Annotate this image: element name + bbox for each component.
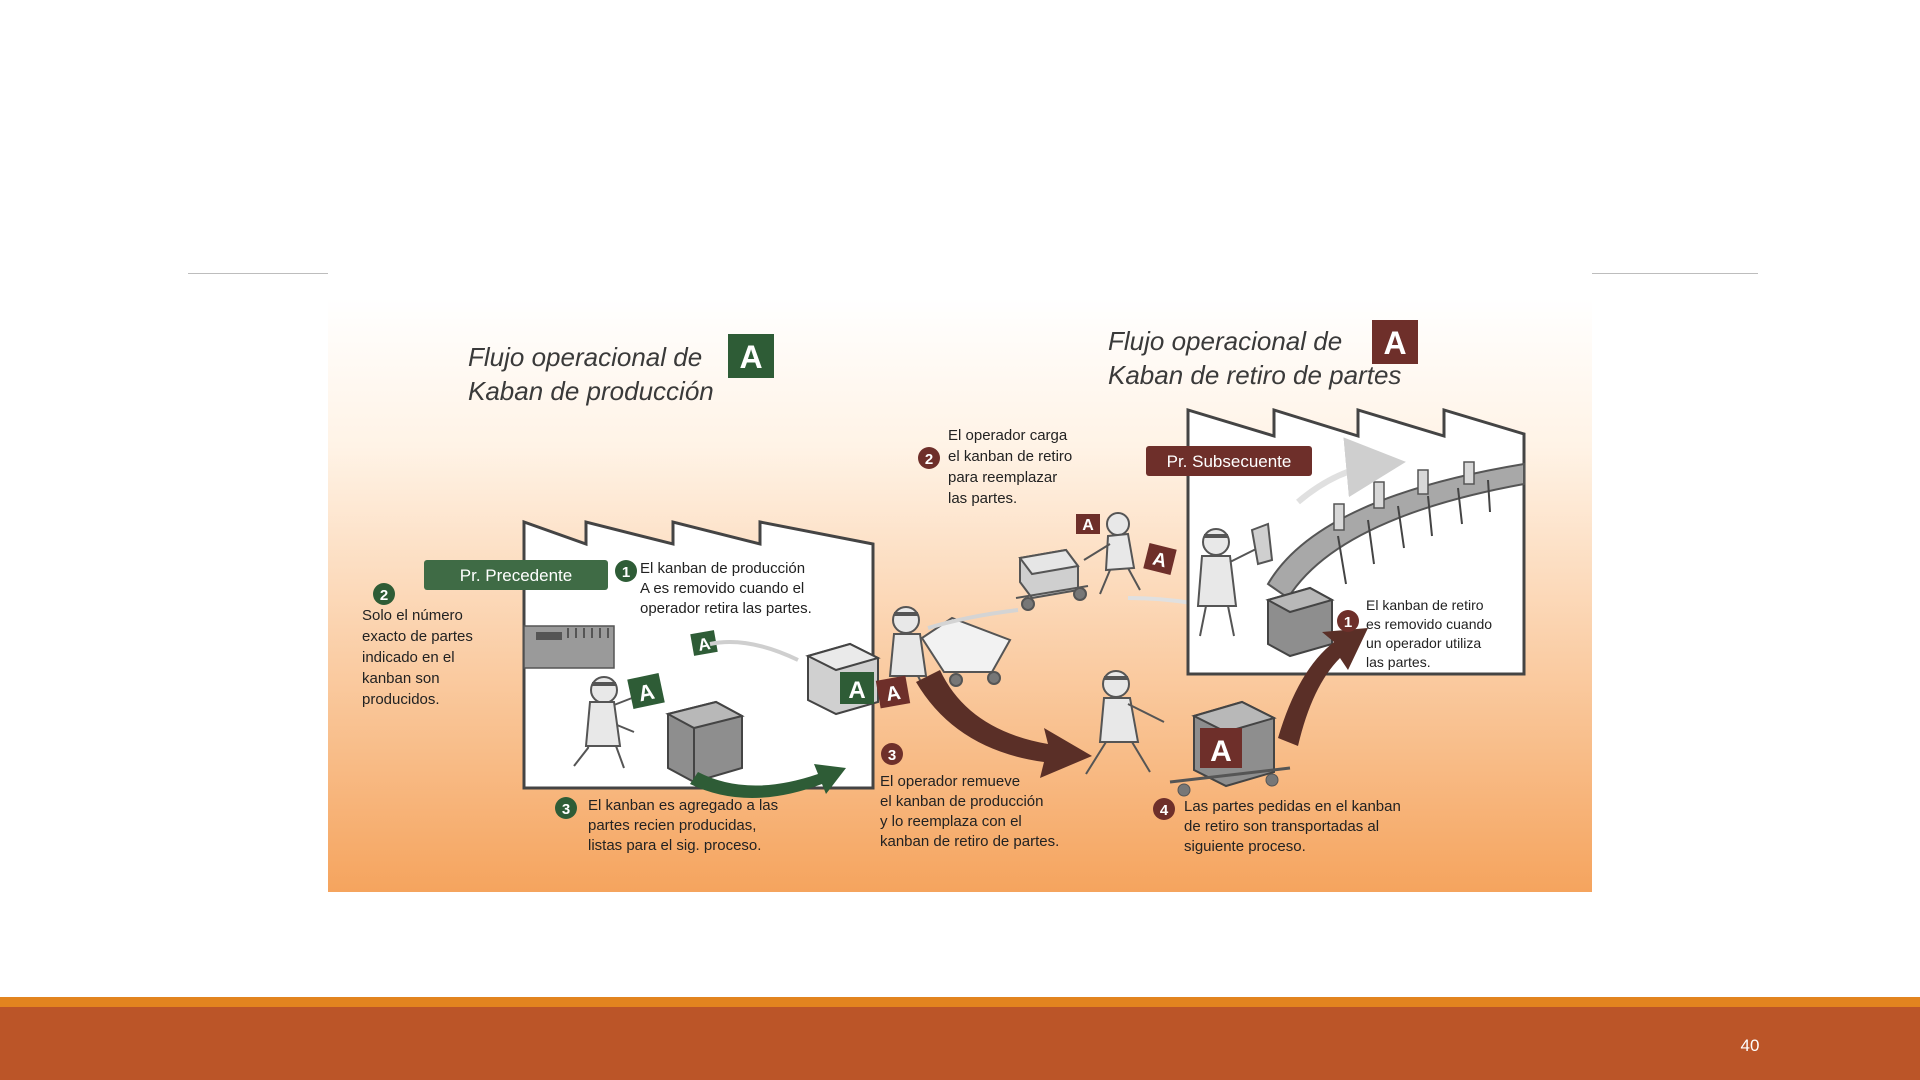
left-title-line2: Kaban de producción [468, 376, 714, 406]
svg-text:3: 3 [888, 747, 896, 764]
svg-text:un operador utiliza: un operador utiliza [1366, 635, 1481, 651]
step-production-1: 1 El kanban de producción A es removido … [615, 560, 812, 617]
svg-text:A: A [884, 682, 902, 706]
step-withdrawal-2: 2 El operador carga el kanban de retiro … [918, 427, 1072, 507]
svg-text:Solo el número: Solo el número [362, 607, 463, 624]
left-kanban-badge [728, 334, 774, 378]
right-kanban-badge [1372, 320, 1418, 364]
svg-text:producidos.: producidos. [362, 691, 440, 708]
svg-text:Pr. Subsecuente: Pr. Subsecuente [1167, 452, 1292, 471]
title-rule-right [1592, 273, 1758, 274]
transport-arrow-lower [916, 670, 1092, 778]
kanban-flow-diagram: Flujo operacional de Kaban de producción… [328, 298, 1592, 892]
parts-box-with-kanban-icon: A [1169, 700, 1291, 797]
svg-text:el kanban de retiro: el kanban de retiro [948, 448, 1072, 465]
step-withdrawal-4: 4 Las partes pedidas en el kanban de ret… [1153, 798, 1401, 855]
svg-text:El operador remueve: El operador remueve [880, 773, 1020, 790]
svg-text:siguiente proceso.: siguiente proceso. [1184, 838, 1306, 855]
parts-box-with-kanban-icon: A [805, 642, 881, 716]
svg-text:A: A [636, 679, 657, 707]
production-loop-arrow [690, 764, 846, 798]
title-rule-left [188, 273, 328, 274]
cart-return-arrow [927, 608, 1019, 630]
svg-text:A: A [848, 677, 865, 704]
svg-text:operador retira las partes.: operador retira las partes. [640, 600, 812, 617]
step-production-2: 2 Solo el número exacto de partes indica… [362, 583, 473, 708]
worker-icon-precedent [573, 676, 635, 769]
transport-arrow-upper [1278, 628, 1368, 746]
svg-text:Pr. Precedente: Pr. Precedente [460, 566, 572, 585]
svg-text:kanban son: kanban son [362, 670, 440, 687]
svg-text:El kanban es agregado a las: El kanban es agregado a las [588, 797, 778, 814]
step-withdrawal-3: 3 El operador remueve el kanban de produ… [880, 743, 1059, 850]
svg-text:es removido cuando: es removido cuando [1366, 616, 1492, 632]
worker-loading-cart-icon [1015, 512, 1141, 611]
parts-box-icon [665, 700, 745, 784]
svg-text:A: A [1150, 549, 1169, 573]
svg-text:y lo reemplaza con el: y lo reemplaza con el [880, 813, 1022, 830]
left-title: Flujo operacional de Kaban de producción… [468, 334, 774, 406]
svg-text:3: 3 [562, 801, 570, 818]
svg-text:1: 1 [622, 564, 630, 581]
worker-icon-subsequent [1196, 522, 1274, 637]
conveyor-flow-arrow [1296, 437, 1406, 505]
worker-with-cart-icon [888, 606, 1012, 703]
svg-text:de retiro son transportadas al: de retiro son transportadas al [1184, 818, 1379, 835]
footer-bar [0, 1007, 1920, 1080]
svg-text:A: A [1210, 735, 1232, 768]
right-title: Flujo operacional de Kaban de retiro de … [1108, 320, 1418, 390]
step-production-3: 3 El kanban es agregado a las partes rec… [555, 797, 778, 854]
preceding-factory: A A A [522, 519, 881, 798]
svg-text:4: 4 [1160, 802, 1169, 819]
kanban-card-icon: A [1076, 514, 1100, 534]
svg-text:A es removido cuando el: A es removido cuando el [640, 580, 804, 597]
subsequent-process-label: Pr. Subsecuente [1146, 446, 1312, 476]
right-kanban-badge-letter: A [1383, 325, 1406, 361]
svg-text:las partes.: las partes. [948, 490, 1017, 507]
svg-text:el kanban de producción: el kanban de producción [880, 793, 1043, 810]
svg-text:2: 2 [925, 451, 933, 468]
right-title-line1: Flujo operacional de [1108, 326, 1342, 356]
svg-text:partes recien producidas,: partes recien producidas, [588, 817, 756, 834]
svg-text:A: A [697, 634, 712, 655]
svg-text:Las partes pedidas en el kanba: Las partes pedidas en el kanban [1184, 798, 1401, 815]
footer-accent-stripe [0, 997, 1920, 1007]
kanban-card-icon: A [627, 673, 665, 709]
svg-text:indicado en el: indicado en el [362, 649, 455, 666]
svg-text:2: 2 [380, 587, 388, 604]
left-kanban-badge-letter: A [739, 339, 762, 375]
kanban-card-icon: A [690, 630, 718, 656]
svg-text:El operador carga: El operador carga [948, 427, 1068, 444]
svg-text:para reemplazar: para reemplazar [948, 469, 1057, 486]
preceding-process-label: Pr. Precedente [424, 560, 608, 590]
svg-text:las partes.: las partes. [1366, 654, 1431, 670]
kanban-card-icon: A [1143, 542, 1177, 576]
slide-page-number: 40 [1740, 1036, 1760, 1055]
svg-text:El kanban de retiro: El kanban de retiro [1366, 597, 1484, 613]
svg-text:El kanban de producción: El kanban de producción [640, 560, 805, 577]
card-return-arrow [709, 640, 799, 662]
kanban-card-icon: A [875, 675, 911, 709]
svg-text:exacto de partes: exacto de partes [362, 628, 473, 645]
left-title-line1: Flujo operacional de [468, 342, 702, 372]
svg-text:1: 1 [1344, 614, 1352, 631]
svg-text:kanban de retiro de partes.: kanban de retiro de partes. [880, 833, 1059, 850]
svg-text:listas para el sig. proceso.: listas para el sig. proceso. [588, 837, 761, 854]
worker-pushing-cart-icon [1085, 670, 1165, 775]
svg-text:A: A [1082, 517, 1094, 534]
parts-box-icon [1265, 586, 1335, 658]
right-title-line2: Kaban de retiro de partes [1108, 360, 1401, 390]
step-withdrawal-1: 1 El kanban de retiro es removido cuando… [1337, 597, 1492, 670]
